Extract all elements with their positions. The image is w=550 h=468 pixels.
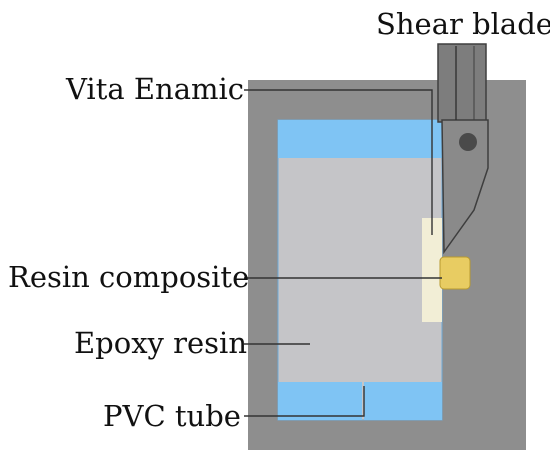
shear-blade-body <box>441 119 489 255</box>
label-pvc-tube: PVC tube <box>103 399 241 433</box>
pvc-tube-bottom-right <box>364 382 442 420</box>
label-epoxy-resin: Epoxy resin <box>74 326 247 360</box>
epoxy-resin-body <box>277 119 443 421</box>
pvc-tube-bottom-left <box>278 382 362 420</box>
label-vita-enamic: Vita Enamic <box>65 72 244 106</box>
label-shear-blade: Shear blade <box>376 7 550 41</box>
shear-blade-screw <box>459 133 477 151</box>
pvc-tube-top <box>278 120 442 158</box>
label-resin-composite: Resin composite <box>8 260 249 294</box>
shear-blade-rod <box>437 43 487 123</box>
resin-composite-cylinder <box>439 256 471 290</box>
vita-enamic-slab <box>422 218 442 322</box>
vita-enamic-leader <box>244 89 433 235</box>
pvc-tube-leader <box>244 386 365 417</box>
